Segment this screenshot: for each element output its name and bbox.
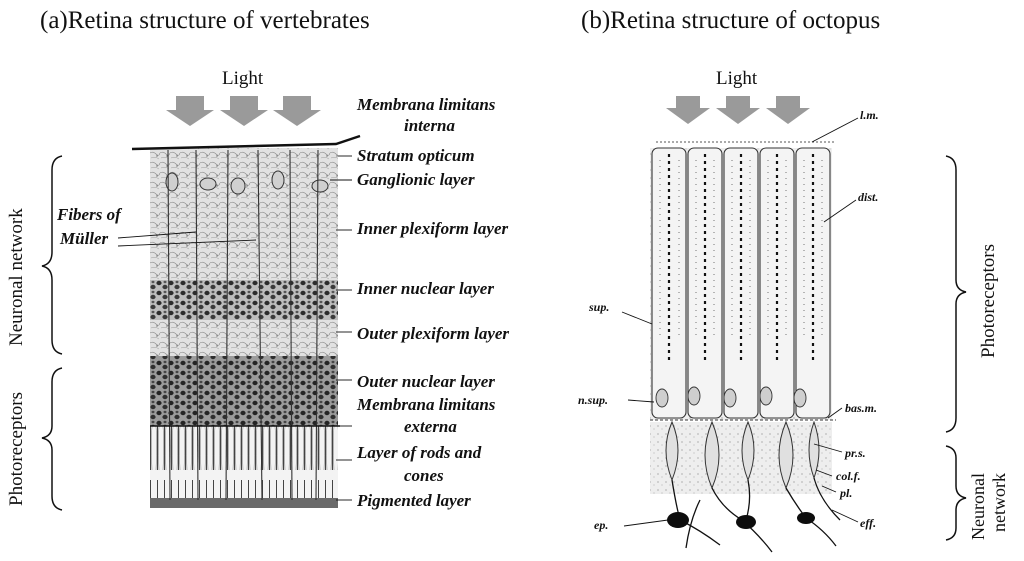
layer-label: interna: [404, 116, 456, 135]
layer-label: Inner plexiform layer: [357, 219, 509, 238]
layer-label: externa: [404, 417, 457, 436]
layer-label: Layer of rods and: [357, 443, 482, 462]
arrow-icon: [766, 96, 810, 124]
label-colf: col.f.: [836, 469, 861, 483]
layer-label: Inner nuclear layer: [357, 279, 494, 298]
light-arrows-b: [666, 96, 810, 124]
layer-label: cones: [404, 466, 444, 485]
layer-label: Ganglionic layer: [357, 170, 475, 189]
octopus-retina-illustration: [621, 117, 859, 553]
label-nsup: n.sup.: [578, 393, 609, 407]
panel-b-neuronal-label-line2: network: [989, 473, 1009, 532]
fibers-of-muller-label-line2: Müller: [60, 229, 109, 248]
panel-a-light-label: Light: [222, 68, 264, 89]
label-prs: pr.s.: [845, 446, 866, 460]
vertebrate-retina-illustration: [117, 134, 361, 508]
arrow-icon: [716, 96, 760, 124]
layer-label: Outer nuclear layer: [357, 372, 495, 391]
layer-label: Outer plexiform layer: [357, 324, 510, 343]
label-dist: dist.: [858, 190, 879, 204]
bracket-neuronal-b: [945, 445, 967, 541]
arrow-icon: [166, 96, 214, 126]
label-basm: bas.m.: [845, 401, 878, 415]
layer-label: Stratum opticum: [357, 146, 475, 165]
panel-b-title: (b)Retina structure of octopus: [581, 7, 881, 34]
label-ep: ep.: [594, 518, 609, 532]
panel-b-photoreceptors-label: Photoreceptors: [978, 244, 999, 358]
layer-label: Pigmented layer: [357, 491, 471, 510]
fibers-of-muller-label-line1: Fibers of: [57, 205, 121, 224]
layer-label: Membrana limitans: [357, 395, 496, 414]
label-lm: l.m.: [860, 108, 879, 122]
label-sup: sup.: [589, 300, 610, 314]
panel-a-photoreceptors-label: Photoreceptors: [6, 392, 27, 506]
label-eff: eff.: [860, 516, 877, 530]
bracket-photoreceptors-a: [41, 367, 63, 511]
panel-a-title: (a)Retina structure of vertebrates: [40, 7, 370, 34]
panel-a-neuronal-network-label: Neuronal network: [6, 208, 27, 346]
bracket-neuronal-a: [41, 155, 63, 355]
panel-b-neuronal-label-line1: Neuronal: [968, 473, 988, 540]
arrow-icon: [220, 96, 268, 126]
arrow-icon: [273, 96, 321, 126]
bracket-photoreceptors-b: [945, 155, 967, 433]
panel-b-light-label: Light: [716, 68, 758, 89]
light-arrows-a: [166, 96, 321, 126]
label-pl: pl.: [840, 486, 853, 500]
arrow-icon: [666, 96, 710, 124]
layer-label: Membrana limitans: [357, 95, 496, 114]
